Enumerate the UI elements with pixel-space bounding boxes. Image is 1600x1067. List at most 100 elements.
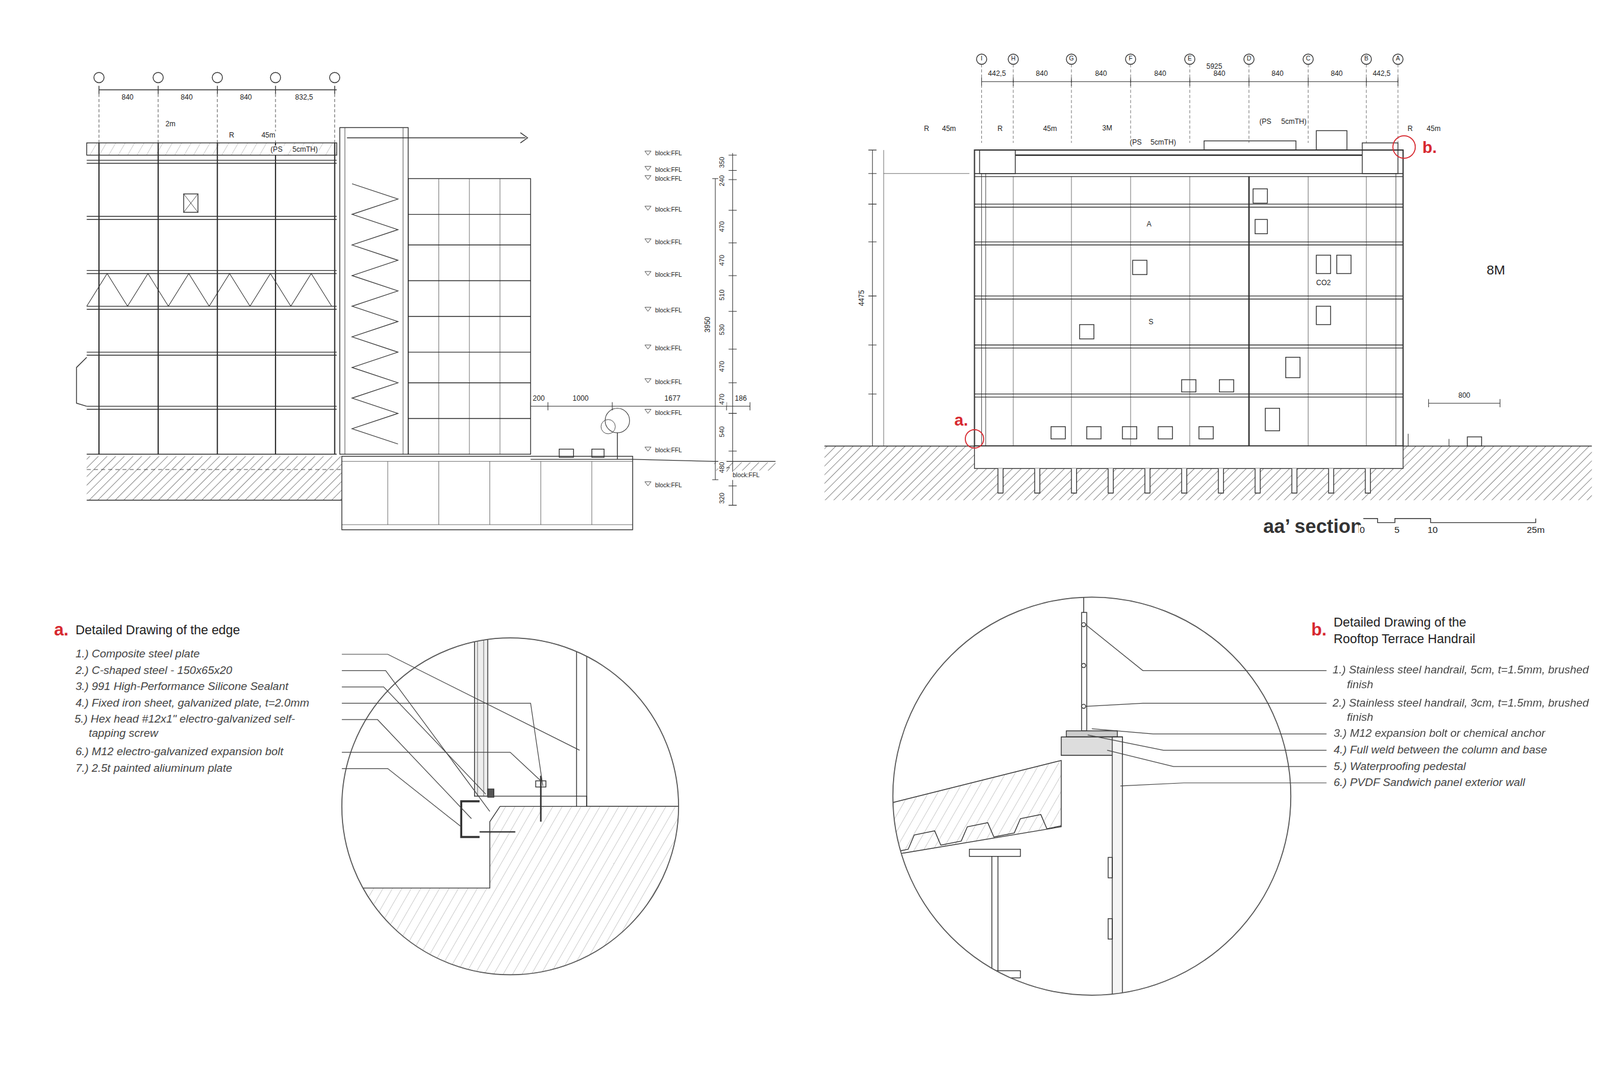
grid-label: D <box>1246 55 1251 63</box>
dimension: 442,5 <box>987 69 1008 79</box>
dimension: 530 <box>718 322 727 336</box>
annotation: 5cmTH) <box>1280 117 1308 127</box>
detail-marker: a. <box>53 618 70 641</box>
dimension: 470 <box>718 219 727 233</box>
note-item: 5.) Hex head #12x1" electro-galvanized s… <box>74 712 330 741</box>
note-item: 5.) Waterproofing pedestal <box>1332 759 1467 774</box>
dimension: 3950 <box>703 315 713 334</box>
dimension: 840 <box>179 93 194 103</box>
dimension: 840 <box>120 93 135 103</box>
annotation: 5cmTH) <box>1149 138 1177 148</box>
note-item: 3.) M12 expansion bolt or chemical ancho… <box>1332 726 1547 741</box>
level-label: block:FFL <box>654 271 684 280</box>
dimension: 442,5 <box>1371 69 1392 79</box>
dimension: 2m <box>164 120 176 130</box>
annotation: 800 <box>1457 391 1472 401</box>
grid-label: H <box>1010 55 1016 63</box>
level-label: block:FFL <box>654 447 684 456</box>
edge-detail <box>306 612 715 1021</box>
scale-number: 0 <box>1358 525 1366 537</box>
note-item: 3.) 991 High-Performance Silicone Sealan… <box>74 679 290 694</box>
dimension: 1000 <box>571 394 590 404</box>
level-label: block:FFL <box>654 344 684 353</box>
annotation: (PS <box>1128 138 1144 148</box>
annotation: 45m <box>1425 125 1442 134</box>
dimension: 470 <box>718 392 727 406</box>
annotation: 8M <box>1485 261 1507 279</box>
annotation: R <box>1406 125 1414 134</box>
level-label: block:FFL <box>654 481 684 490</box>
dimension: 45m <box>260 130 277 140</box>
dimension: 840 <box>1329 69 1344 79</box>
section-title: aa’ section <box>1262 514 1364 539</box>
dimension: 510 <box>718 288 727 302</box>
note-item: 6.) M12 electro-galvanized expansion bol… <box>74 744 285 760</box>
dimension: 540 <box>718 424 727 438</box>
dimension: 480 <box>718 461 727 475</box>
dimension: 470 <box>718 359 727 373</box>
annotation: 3M <box>1101 123 1113 133</box>
annotation: 45m <box>941 125 958 134</box>
dimension: 320 <box>718 491 727 505</box>
grid-label: F <box>1128 55 1133 63</box>
dimension: 840 <box>1093 69 1109 79</box>
detail-heading: Detailed Drawing of the Rooftop Terrace … <box>1332 615 1511 648</box>
room-label: CO2 <box>1314 279 1332 288</box>
dimension: 200 <box>531 394 546 404</box>
dimension: 840 <box>238 93 254 103</box>
grid-label: I <box>980 55 983 63</box>
level-label: block:FFL <box>731 471 761 480</box>
level-label: block:FFL <box>654 176 684 184</box>
scale-number: 5 <box>1393 525 1401 537</box>
grid-label: B <box>1364 55 1369 63</box>
level-label: block:FFL <box>654 150 684 159</box>
grid-label: G <box>1069 55 1074 63</box>
level-label: block:FFL <box>654 307 684 316</box>
note-item: 1.) Stainless steel handrail, 5cm, t=1.5… <box>1332 663 1600 691</box>
level-label: block:FFL <box>654 378 684 387</box>
level-label: block:FFL <box>654 206 684 214</box>
note-item: 4.) Full weld between the column and bas… <box>1332 743 1549 758</box>
section-marker: a. <box>953 410 969 431</box>
aa-section <box>824 53 1592 523</box>
note-item: 1.) Composite steel plate <box>74 647 201 662</box>
dimension: 240 <box>718 174 727 188</box>
annotation: R <box>996 125 1004 134</box>
room-label: S <box>1147 318 1155 328</box>
detail-heading: Detailed Drawing of the edge <box>74 622 242 639</box>
detail-marker: b. <box>1310 618 1328 641</box>
dimension: 832,5 <box>293 93 315 103</box>
note-item: 2.) Stainless steel handrail, 3cm, t=1.5… <box>1332 695 1600 724</box>
dimension: 186 <box>733 394 748 404</box>
section-marker: b. <box>1421 137 1438 158</box>
room-label: A <box>1145 219 1152 229</box>
dimension: 5cmTH) <box>291 145 319 155</box>
dimension: 470 <box>718 253 727 267</box>
note-item: 6.) PVDF Sandwich panel exterior wall <box>1332 775 1526 790</box>
dimension: 840 <box>1212 69 1227 79</box>
level-label: block:FFL <box>654 238 684 247</box>
dimension: 350 <box>718 155 727 169</box>
level-label: block:FFL <box>654 166 684 175</box>
handrail-detail <box>877 592 1327 1003</box>
grid-label: A <box>1396 55 1401 63</box>
annotation: 45m <box>1041 125 1058 134</box>
level-label: block:FFL <box>654 409 684 418</box>
annotation: (PS <box>1258 117 1273 127</box>
left-section <box>76 72 776 530</box>
grid-label: E <box>1187 55 1192 63</box>
note-item: 4.) Fixed iron sheet, galvanized plate, … <box>74 696 311 711</box>
dimension: 4475 <box>858 289 867 307</box>
note-item: 2.) C-shaped steel - 150x65x20 <box>74 663 234 678</box>
dimension: R <box>228 130 236 140</box>
scale-number: 10 <box>1426 525 1439 537</box>
dimension: 840 <box>1270 69 1285 79</box>
dimension: 1677 <box>663 394 682 404</box>
dimension: 840 <box>1153 69 1168 79</box>
scale-number: 25m <box>1525 525 1547 537</box>
dimension: 840 <box>1034 69 1049 79</box>
note-item: 7.) 2.5t painted aliuminum plate <box>74 761 234 776</box>
annotation: R <box>922 125 930 134</box>
dimension: (PS <box>269 145 284 155</box>
grid-label: C <box>1306 55 1311 63</box>
